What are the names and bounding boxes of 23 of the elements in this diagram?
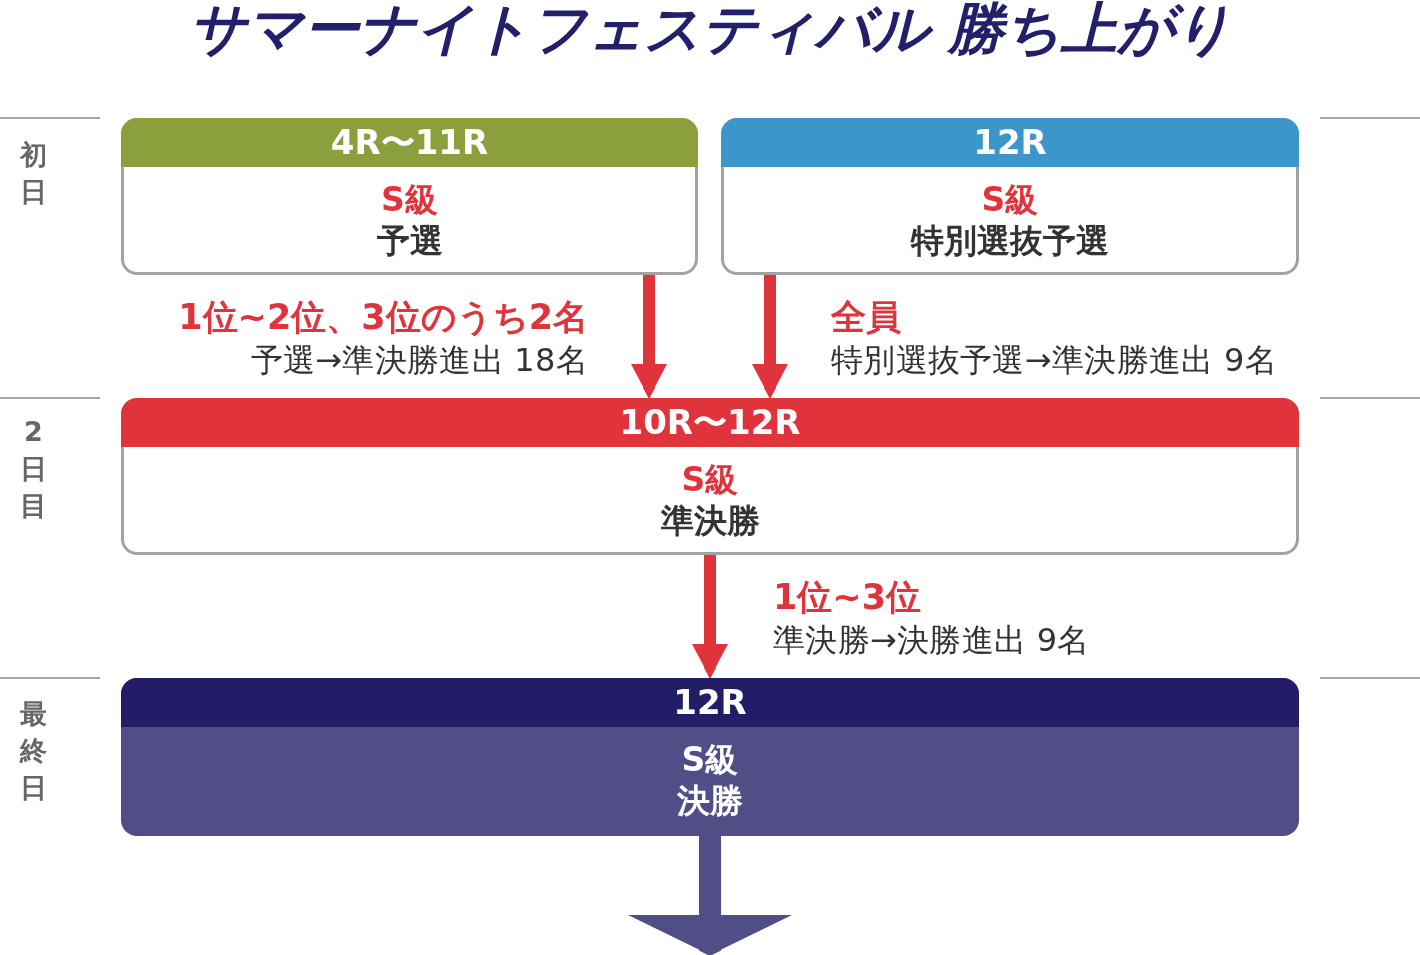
race-number-header: 12R xyxy=(121,678,1299,727)
day-label: 初日 xyxy=(20,138,47,209)
race-name-label: 予選 xyxy=(376,220,443,261)
grade-label: S級 xyxy=(981,179,1039,220)
day-label: 最終日 xyxy=(20,697,47,805)
arrow xyxy=(628,836,792,955)
race-box xyxy=(121,678,1299,836)
grade-label: S級 xyxy=(381,179,438,220)
race-box xyxy=(721,118,1299,275)
race-number-header: 4R〜11R xyxy=(121,118,698,167)
race-number-header: 12R xyxy=(721,118,1299,167)
race-name-label: 特別選抜予選 xyxy=(911,220,1109,261)
race-name-label: 準決勝 xyxy=(660,500,760,541)
day-label: 2日目 xyxy=(20,415,47,523)
race-number-header: 10R〜12R xyxy=(121,398,1299,447)
arrow xyxy=(692,555,728,678)
race-box xyxy=(121,118,698,275)
grade-label: S級 xyxy=(681,459,739,500)
grade-label: S級 xyxy=(681,739,739,780)
race-name-label: 決勝 xyxy=(677,780,743,821)
race-box xyxy=(121,398,1299,555)
arrow xyxy=(631,275,667,398)
title: サマーナイトフェスティバル 勝ち上がり xyxy=(188,0,1232,61)
